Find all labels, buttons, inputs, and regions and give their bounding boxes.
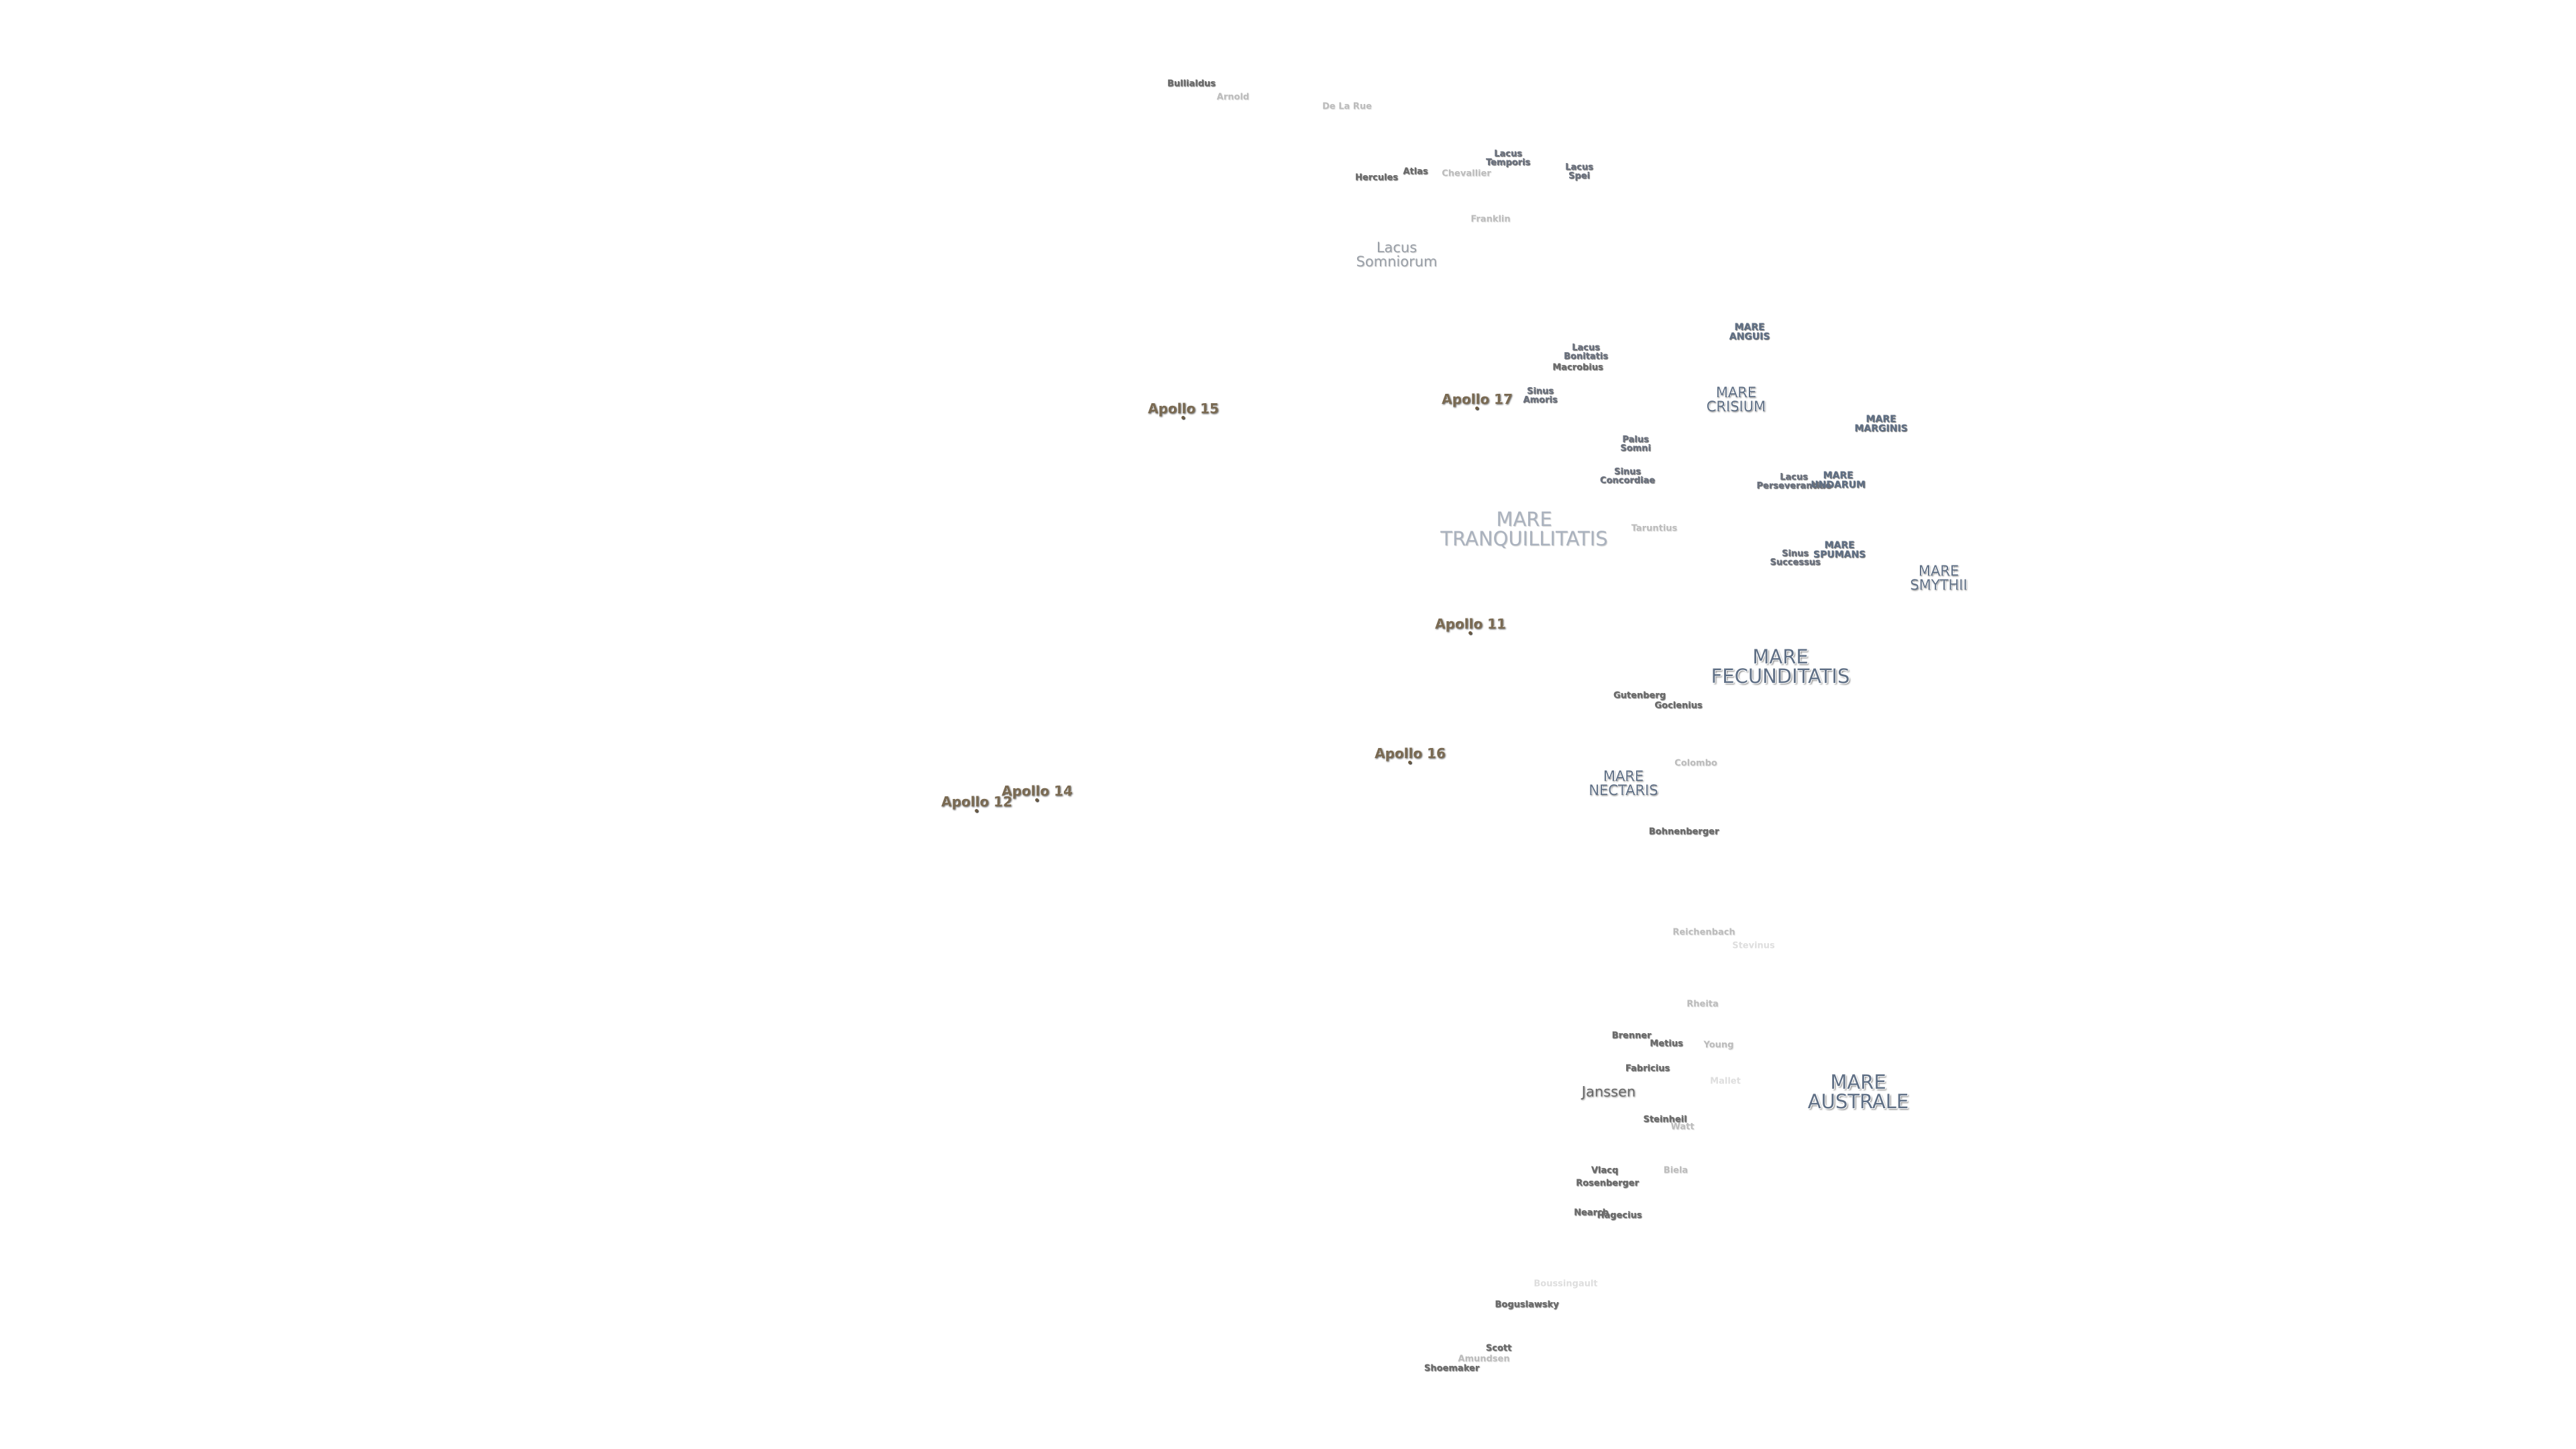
crater-label-bullialdus[interactable]: Bullialdus — [1167, 78, 1216, 89]
crater-label-shoemaker[interactable]: Shoemaker — [1424, 1363, 1480, 1374]
crater-label-chevallier[interactable]: Chevallier — [1442, 168, 1491, 179]
crater-label-stevinus[interactable]: Stevinus — [1732, 941, 1775, 951]
crater-label-mallet[interactable]: Mallet — [1710, 1076, 1741, 1087]
crater-label-biela[interactable]: Biela — [1663, 1165, 1688, 1176]
landing-site-dot — [1035, 798, 1039, 802]
mare-label-crisium[interactable]: MARE CRISIUM — [1706, 384, 1766, 415]
crater-label-arnold[interactable]: Arnold — [1216, 92, 1250, 103]
sinus-label-successus[interactable]: Sinus Successus — [1770, 549, 1821, 568]
crater-label-scott[interactable]: Scott — [1485, 1343, 1512, 1354]
crater-label-goclenius[interactable]: Goclenius — [1654, 700, 1703, 711]
apollo-12-marker[interactable]: Apollo 12 — [941, 782, 1012, 826]
crater-label-young[interactable]: Young — [1703, 1040, 1734, 1051]
crater-label-de-la-rue[interactable]: De La Rue — [1322, 101, 1372, 112]
apollo-16-label: Apollo 16 — [1375, 745, 1446, 761]
lacus-label-temporis[interactable]: Lacus Temporis — [1485, 149, 1531, 168]
crater-label-hagecius[interactable]: Hagecius — [1597, 1210, 1642, 1221]
apollo-11-marker[interactable]: Apollo 11 — [1435, 604, 1506, 648]
crater-label-macrobius[interactable]: Macrobius — [1552, 362, 1603, 373]
mare-label-tranquillitatis[interactable]: MARE TRANQUILLITATIS — [1440, 508, 1608, 550]
apollo-14-marker[interactable]: Apollo 14 — [1002, 771, 1073, 815]
crater-label-boguslawsky[interactable]: Boguslawsky — [1495, 1299, 1559, 1310]
lacus-label-perseverantiae[interactable]: Lacus Perseverantiae — [1756, 472, 1831, 491]
apollo-16-marker[interactable]: Apollo 16 — [1375, 733, 1446, 777]
crater-label-metius[interactable]: Metius — [1650, 1038, 1683, 1049]
mare-label-spumans[interactable]: MARE SPUMANS — [1813, 540, 1866, 560]
crater-label-boussingault[interactable]: Boussingault — [1534, 1279, 1598, 1289]
apollo-11-label: Apollo 11 — [1435, 616, 1506, 632]
lacus-label-bonitatis[interactable]: Lacus Bonitatis — [1564, 343, 1608, 362]
apollo-17-marker[interactable]: Apollo 17 — [1442, 379, 1513, 423]
palus-label-somni[interactable]: Palus Somni — [1620, 435, 1651, 453]
crater-label-watt[interactable]: Watt — [1670, 1122, 1695, 1132]
landing-site-dot — [1475, 407, 1479, 410]
mare-label-smythii[interactable]: MARE SMYTHII — [1910, 563, 1968, 593]
crater-label-amundsen[interactable]: Amundsen — [1458, 1354, 1510, 1364]
crater-label-brenner[interactable]: Brenner — [1611, 1030, 1652, 1041]
crater-label-hercules[interactable]: Hercules — [1354, 172, 1399, 183]
crater-label-franklin[interactable]: Franklin — [1470, 214, 1511, 225]
lacus-label-spei[interactable]: Lacus Spei — [1565, 162, 1593, 181]
crater-label-vlacq[interactable]: Vlacq — [1591, 1165, 1619, 1176]
apollo-14-label: Apollo 14 — [1002, 783, 1073, 799]
crater-label-bohnenberger[interactable]: Bohnenberger — [1648, 826, 1719, 837]
mare-label-australe[interactable]: MARE AUSTRALE — [1807, 1071, 1909, 1113]
crater-label-gutenberg[interactable]: Gutenberg — [1613, 690, 1666, 701]
mare-label-fecunditatis[interactable]: MARE FECUNDITATIS — [1711, 645, 1850, 688]
crater-label-steinheil[interactable]: Steinheil — [1643, 1114, 1687, 1125]
apollo-12-label: Apollo 12 — [941, 794, 1012, 810]
crater-label-colombo[interactable]: Colombo — [1674, 758, 1717, 769]
crater-label-nearch[interactable]: Nearch — [1574, 1208, 1609, 1218]
mare-label-marginis[interactable]: MARE MARGINIS — [1854, 414, 1908, 434]
crater-label-janssen[interactable]: Janssen — [1581, 1083, 1636, 1100]
apollo-17-label: Apollo 17 — [1442, 391, 1513, 407]
crater-label-atlas[interactable]: Atlas — [1403, 166, 1428, 177]
lacus-label-somniorum[interactable]: Lacus Somniorum — [1356, 239, 1438, 270]
crater-label-rosenberger[interactable]: Rosenberger — [1576, 1178, 1639, 1189]
mare-label-undarum[interactable]: MARE UNDARUM — [1811, 470, 1866, 490]
landing-site-dot — [975, 809, 979, 812]
apollo-15-marker[interactable]: Apollo 15 — [1148, 388, 1219, 433]
apollo-15-label: Apollo 15 — [1148, 400, 1219, 417]
sinus-label-concordiae[interactable]: Sinus Concordiae — [1599, 467, 1656, 486]
landing-site-dot — [1181, 416, 1185, 419]
landing-site-dot — [1408, 761, 1412, 764]
landing-site-dot — [1468, 631, 1472, 635]
mare-label-nectaris[interactable]: MARE NECTARIS — [1589, 768, 1658, 798]
mare-label-anguis[interactable]: MARE ANGUIS — [1729, 322, 1770, 342]
sinus-label-amoris[interactable]: Sinus Amoris — [1523, 386, 1558, 405]
crater-label-taruntius[interactable]: Taruntius — [1631, 523, 1678, 534]
crater-label-rheita[interactable]: Rheita — [1686, 999, 1719, 1010]
crater-label-fabricius[interactable]: Fabricius — [1625, 1063, 1670, 1074]
crater-label-reichenbach[interactable]: Reichenbach — [1672, 927, 1735, 938]
